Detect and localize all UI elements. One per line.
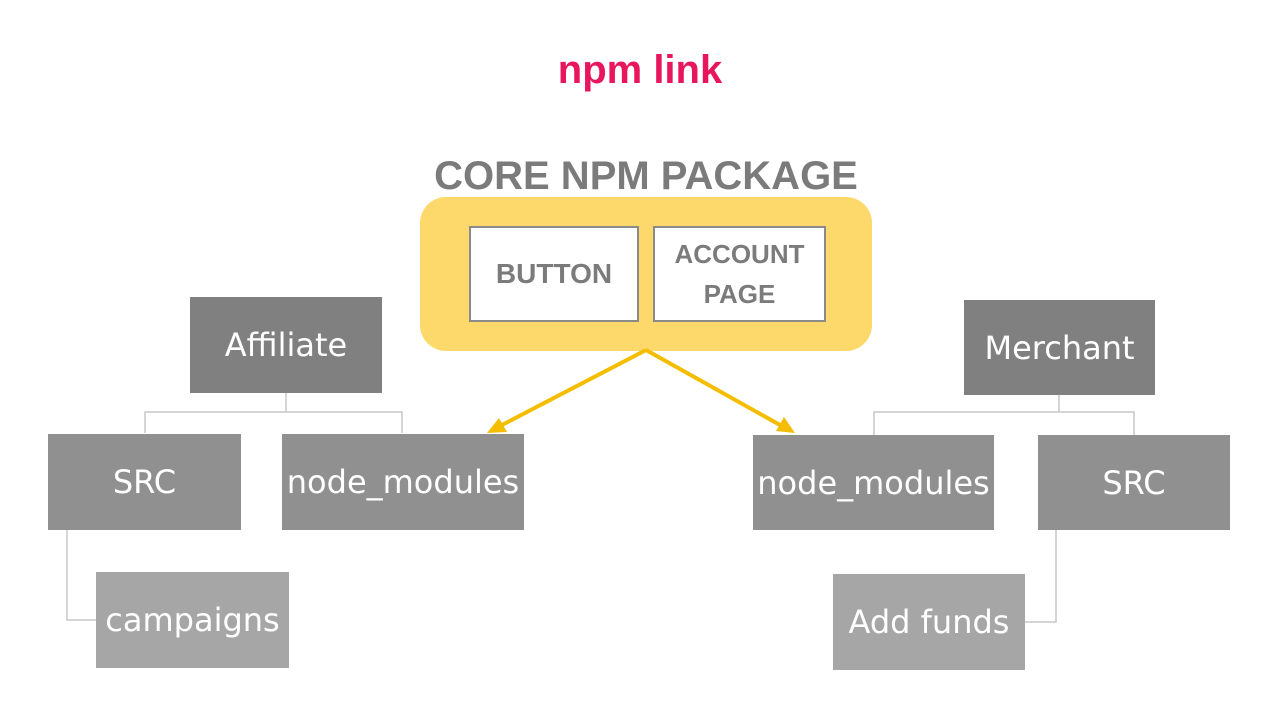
button-module: BUTTON: [469, 226, 639, 322]
merchant-node-modules-label: node_modules: [757, 463, 990, 502]
arrowhead-right: [776, 417, 795, 433]
affiliate-src-node: SRC: [48, 434, 241, 530]
account-page-module: ACCOUNT PAGE: [653, 226, 826, 322]
merchant-branch-connector: [873, 394, 1135, 435]
merchant-label: Merchant: [984, 328, 1135, 367]
arrow-to-affiliate-node-modules: [501, 348, 647, 427]
link-arrows: [487, 348, 795, 433]
tree-connectors: [66, 392, 1135, 623]
affiliate-node: Affiliate: [190, 297, 382, 393]
account-page-label-line2: PAGE: [703, 279, 776, 309]
affiliate-branch-connector: [144, 392, 403, 433]
affiliate-label: Affiliate: [224, 326, 348, 364]
add-funds-connector: [1025, 529, 1057, 623]
campaigns-node: campaigns: [96, 572, 289, 668]
campaigns-connector: [66, 529, 96, 621]
affiliate-node-modules-node: node_modules: [282, 434, 524, 530]
affiliate-src-label: SRC: [112, 463, 177, 501]
campaigns-label: campaigns: [105, 601, 280, 639]
button-module-label: BUTTON: [495, 258, 613, 289]
slide-title: npm link: [557, 48, 723, 92]
merchant-node-modules-node: node_modules: [753, 435, 994, 530]
account-page-label-line1: ACCOUNT: [674, 239, 805, 269]
add-funds-node: Add funds: [833, 574, 1025, 670]
add-funds-label: Add funds: [848, 603, 1010, 641]
arrowhead-left: [487, 418, 507, 433]
merchant-src-node: SRC: [1038, 435, 1230, 530]
package-title: CORE NPM PACKAGE: [434, 154, 858, 198]
arrow-to-merchant-node-modules: [645, 348, 781, 427]
affiliate-node-modules-label: node_modules: [286, 463, 520, 501]
merchant-node: Merchant: [964, 300, 1155, 395]
merchant-src-label: SRC: [1102, 463, 1166, 502]
